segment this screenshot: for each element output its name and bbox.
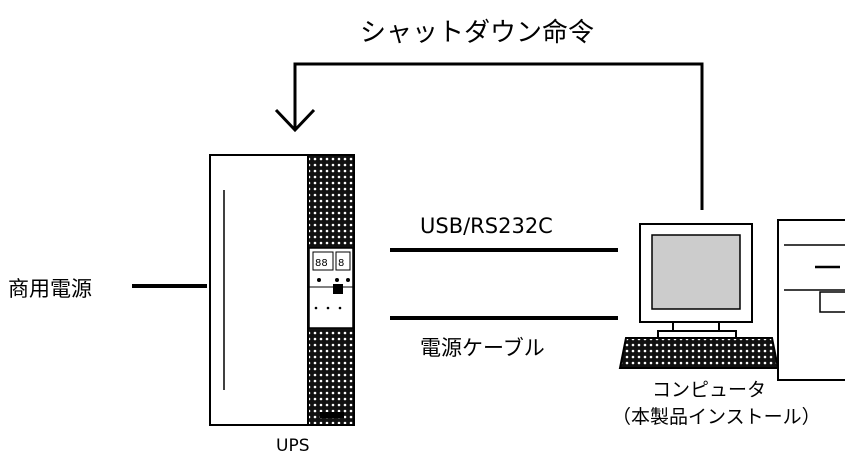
shutdown-command-arrow <box>274 62 704 210</box>
computer-tower <box>777 219 845 381</box>
mains-power-label: 商用電源 <box>8 277 92 301</box>
usb-rs232c-label: USB/RS232C <box>420 214 553 238</box>
computer-label: コンピュータ <box>652 379 767 401</box>
ups-label: UPS <box>276 436 310 456</box>
svg-text:8: 8 <box>338 258 344 269</box>
computer-monitor <box>639 223 753 339</box>
computer-sublabel: （本製品インストール） <box>612 406 821 428</box>
ups-device: 88 8 <box>209 154 355 426</box>
ups-control-panel: 88 8 <box>308 247 354 329</box>
computer-keyboard <box>618 337 780 369</box>
power-cable-label: 電源ケーブル <box>420 336 545 360</box>
shutdown-command-label: シャットダウン命令 <box>360 18 595 48</box>
svg-text:88: 88 <box>315 258 328 269</box>
